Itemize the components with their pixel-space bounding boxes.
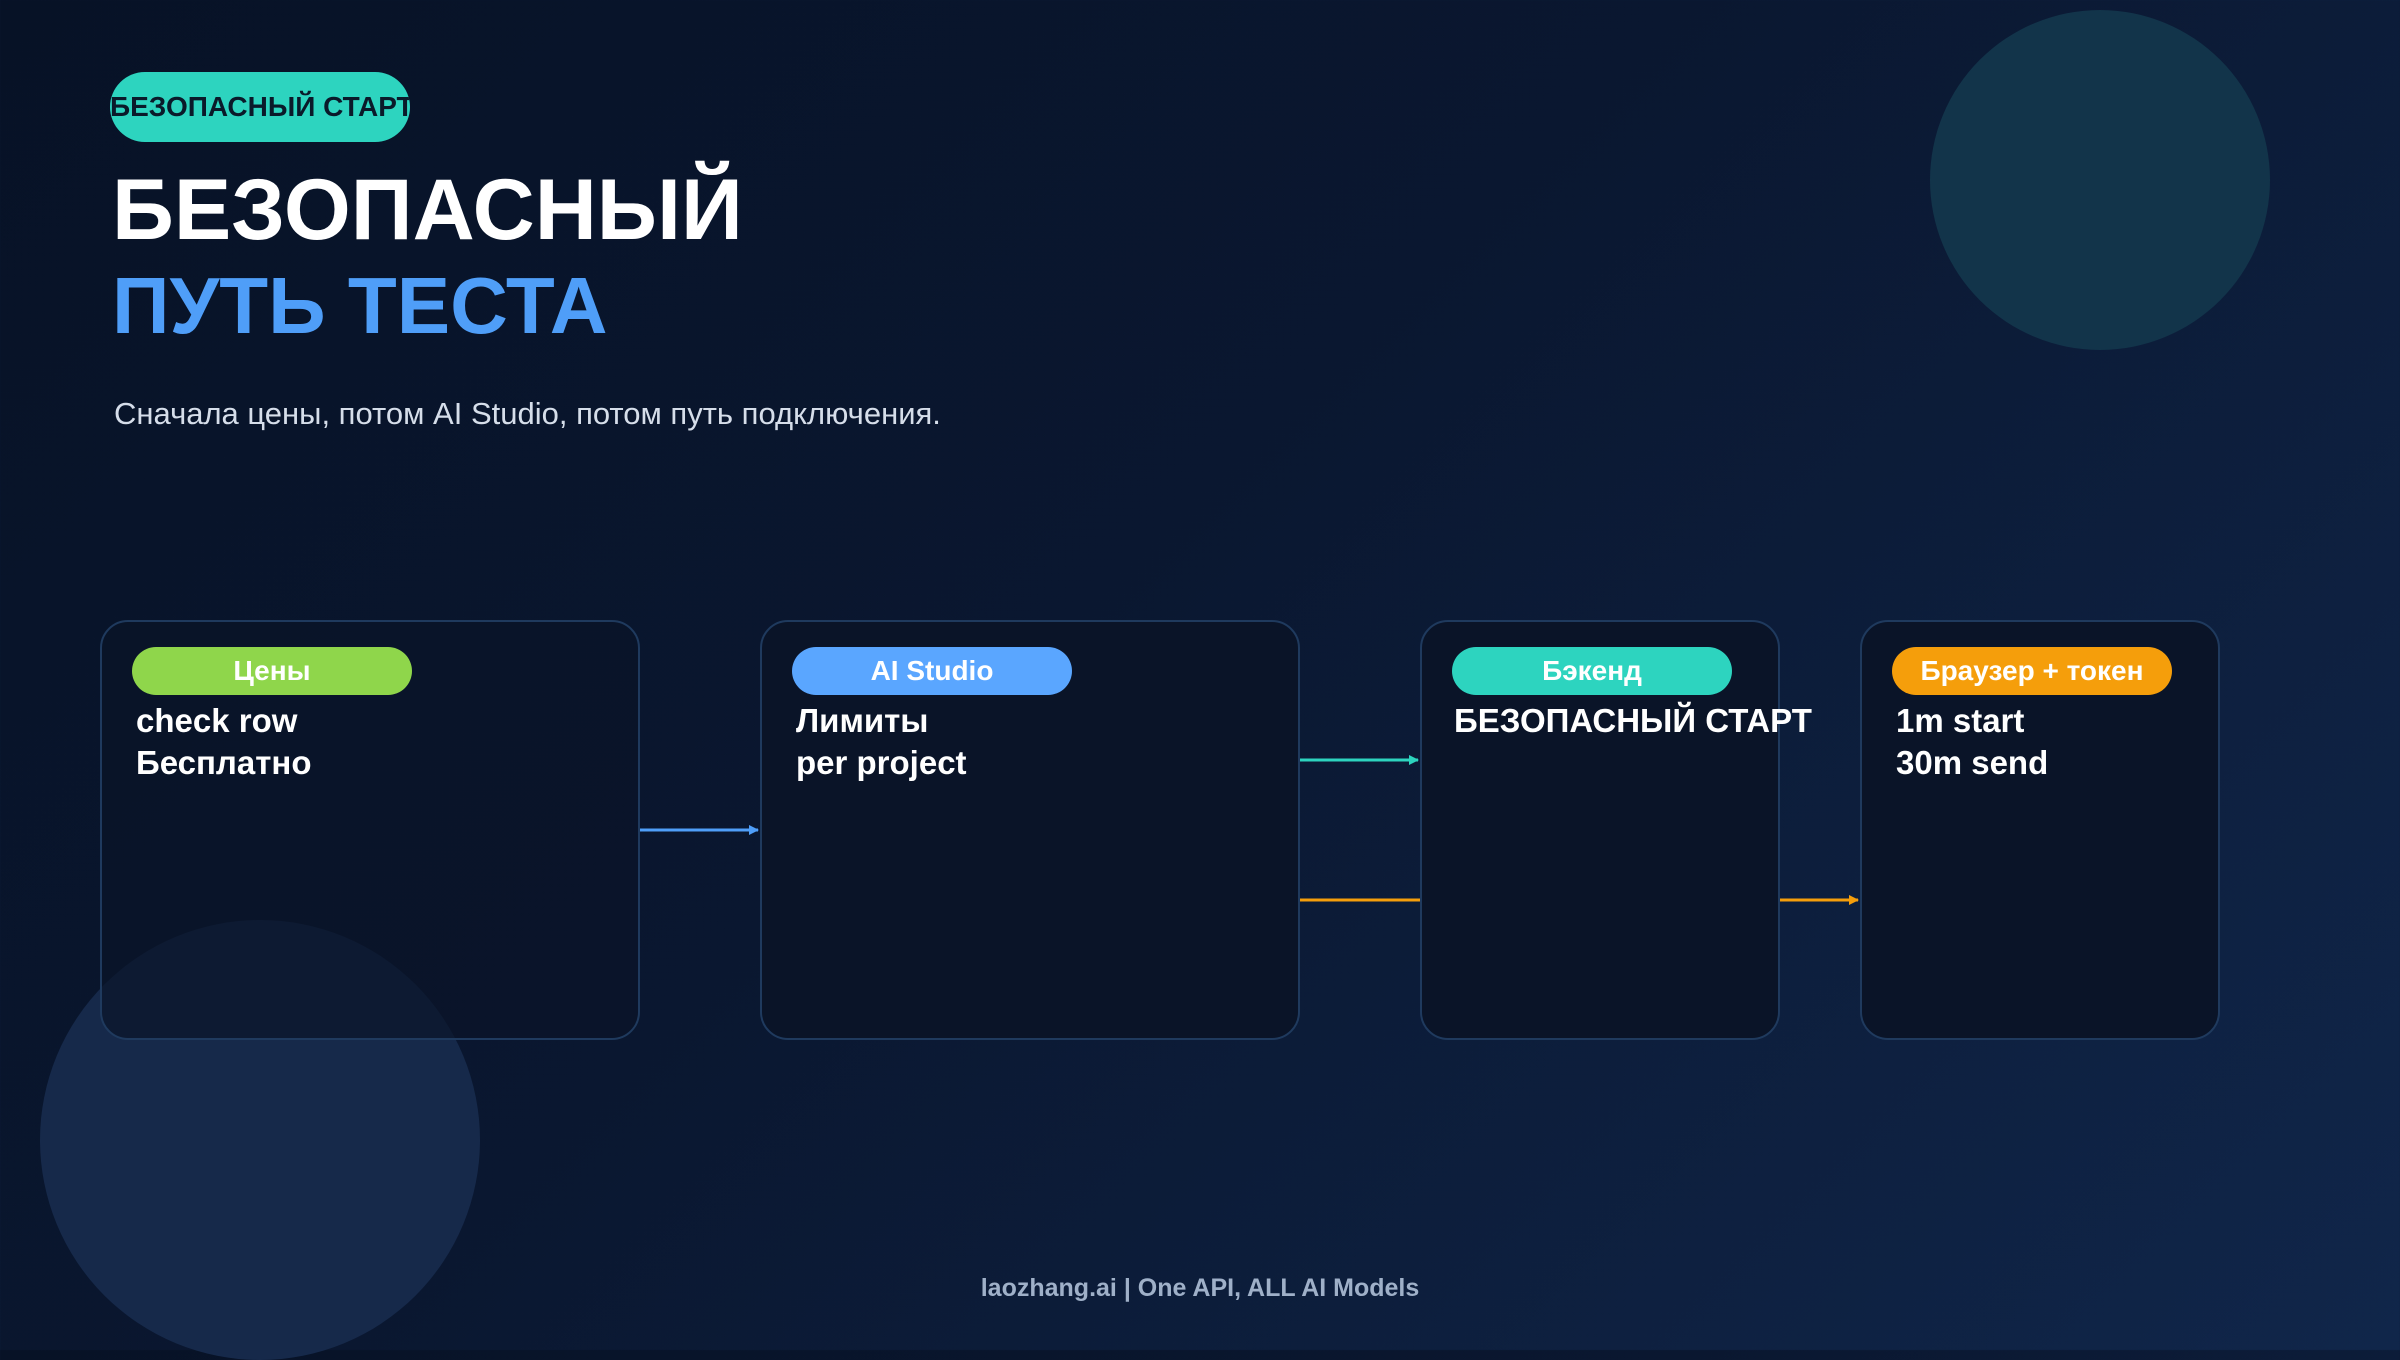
card-ai-studio-line2: per project bbox=[796, 744, 967, 781]
card-backend-badge: Бэкенд bbox=[1452, 647, 1732, 695]
card-backend-line1: БЕЗОПАСНЫЙ СТАРТ bbox=[1454, 702, 1812, 739]
header-badge: БЕЗОПАСНЫЙ СТАРТ bbox=[110, 72, 410, 142]
page-title-line2: ПУТЬ ТЕСТА bbox=[112, 261, 608, 350]
card-browser-token-line1: 1m start bbox=[1896, 702, 2025, 739]
card-ai-studio-badge: AI Studio bbox=[792, 647, 1072, 695]
page-subtitle: Сначала цены, потом AI Studio, потом пут… bbox=[114, 396, 941, 431]
card-prices-badge: Цены bbox=[132, 647, 412, 695]
card-ai-studio-line1: Лимиты bbox=[796, 702, 929, 739]
card-ai-studio: AI Studio Лимиты per project bbox=[760, 620, 1300, 1040]
card-prices-line1: check row bbox=[136, 702, 298, 739]
card-prices-line2: Бесплатно bbox=[136, 744, 312, 781]
card-browser-token-badge: Браузер + токен bbox=[1892, 647, 2172, 695]
page-title-line1: БЕЗОПАСНЫЙ bbox=[112, 162, 743, 258]
card-prices: Цены check row Бесплатно bbox=[100, 620, 640, 1040]
footer-text: laozhang.ai | One API, ALL AI Models bbox=[980, 1274, 1420, 1302]
card-backend: Бэкенд БЕЗОПАСНЫЙ СТАРТ bbox=[1420, 620, 1812, 1040]
decorative-circle-top bbox=[1930, 10, 2270, 350]
card-browser-token-line2: 30m send bbox=[1896, 744, 2049, 781]
card-browser-token: Браузер + токен 1m start 30m send bbox=[1860, 620, 2220, 1040]
